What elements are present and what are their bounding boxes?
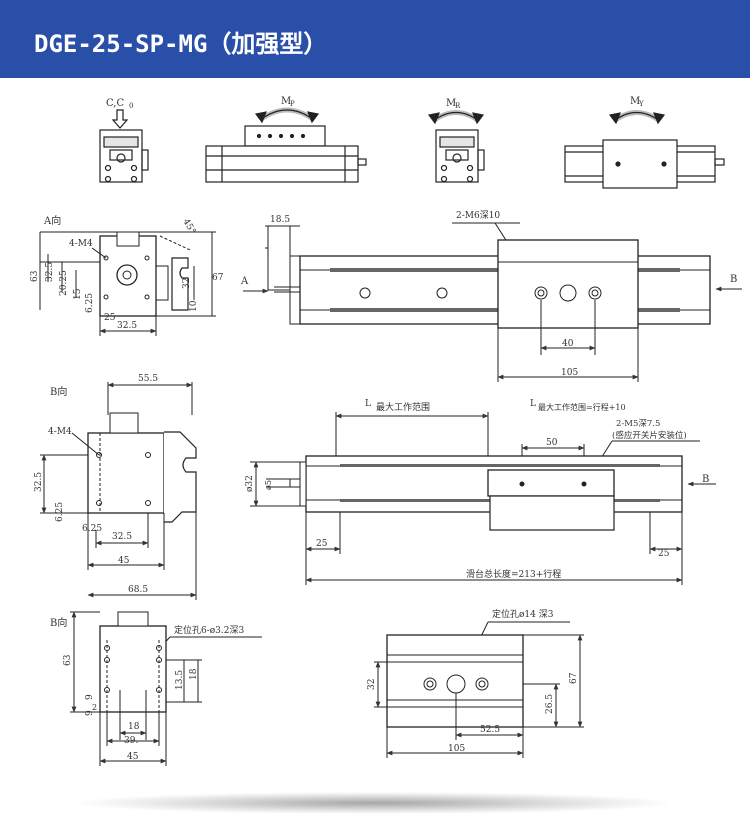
view-b2-dim-45: 45 xyxy=(127,752,139,762)
side-formula-l: L xyxy=(530,399,536,409)
arrow-b-label-side: B xyxy=(702,474,709,485)
side-total-length: 滑台总长度=213+行程 xyxy=(466,568,561,580)
bottom-dim-26-5: 26.5 xyxy=(545,694,555,714)
end-view-b2: B向 定位孔6-ø3.2深3 63 9 2 9 13.5 18 18 39. 4… xyxy=(50,611,262,766)
view-b2-dim-2: 2 xyxy=(92,703,97,712)
view-b1-dim-55-5: 55.5 xyxy=(138,374,158,384)
load-c-label: C,C xyxy=(106,98,124,109)
side-dim-phi32: ø32 xyxy=(245,475,255,492)
view-a-dim-67: 67 xyxy=(212,273,224,283)
view-b2-dim-18: 18 xyxy=(128,722,140,732)
load-icon-vertical: C,C 0 xyxy=(99,98,149,183)
view-a-label: A向 xyxy=(43,214,61,227)
view-b1-dim-6-25-h: 6.25 xyxy=(55,502,65,522)
view-a-dim-63: 63 xyxy=(30,270,40,282)
view-b1-dim-45: 45 xyxy=(118,556,130,566)
shadow-floor xyxy=(80,792,670,814)
bottom-note: 定位孔ø14 深3 xyxy=(492,608,554,620)
side-note-m5: 2-M5深7.5 xyxy=(616,419,660,429)
load-my-label: M xyxy=(630,96,640,107)
view-a-dim-15: 15 xyxy=(73,288,83,300)
side-label-l: L xyxy=(365,399,371,409)
bottom-dim-52-5: 52.5 xyxy=(480,725,500,735)
title-banner: DGE-25-SP-MG（加强型） xyxy=(0,0,750,78)
view-a-dim-32: 32 xyxy=(182,278,192,289)
side-dim-25-right: 25 xyxy=(658,549,670,559)
side-dim-25-left: 25 xyxy=(316,539,328,549)
end-view-b1: B向 4-M4 55.5 32.5 6.25 6.25 32.5 45 68.5 xyxy=(34,374,197,600)
bottom-view: 定位孔ø14 深3 32 67 26.5 52.5 105 xyxy=(367,608,584,758)
end-view-a: A向 4-M4 45° 63 32.5 20.25 15 6.25 25 32.… xyxy=(30,214,224,336)
view-b2-dim-9-w: 9 xyxy=(85,710,95,716)
side-label-l-text: 最大工作范围 xyxy=(376,401,430,413)
view-b2-dim-9: 9 xyxy=(85,694,95,700)
side-formula-text: 最大工作范围=行程+10 xyxy=(538,402,626,412)
arrow-a-label: A xyxy=(240,276,249,287)
side-view: L 最大工作范围 L 最大工作范围=行程+10 2-M5深7.5 (感应开关片安… xyxy=(245,399,716,585)
load-mp-sub: P xyxy=(290,100,295,108)
arrow-b-label-top: B xyxy=(730,274,737,285)
load-mr-label: M xyxy=(446,98,456,109)
top-dim-18-5: 18.5 xyxy=(270,215,290,225)
top-view: 18.5 11 2-M6深10 40 105 A B xyxy=(240,210,742,382)
load-icon-mp: M P xyxy=(205,96,367,183)
view-b1-dim-68-5: 68.5 xyxy=(128,585,148,595)
load-c-sub: 0 xyxy=(129,102,133,110)
top-dim-40: 40 xyxy=(562,339,574,349)
page-title: DGE-25-SP-MG（加强型） xyxy=(34,30,328,58)
view-b2-dim-39: 39. xyxy=(124,736,138,746)
view-a-dim-10: 10 xyxy=(189,300,199,312)
side-dim-50: 50 xyxy=(546,438,558,448)
view-b1-label: B向 xyxy=(50,385,67,398)
view-b1-hole-note: 4-M4 xyxy=(48,427,72,437)
view-a-dim-6-25: 6.25 xyxy=(85,293,95,313)
bottom-dim-67: 67 xyxy=(569,672,579,684)
top-dim-105: 105 xyxy=(561,368,578,378)
view-b2-dim-18-h: 18 xyxy=(189,668,199,680)
bottom-dim-105: 105 xyxy=(448,744,465,754)
view-b2-dim-63: 63 xyxy=(63,654,73,666)
view-b2-hole-note: 定位孔6-ø3.2深3 xyxy=(174,624,244,636)
view-a-dim-25: 25 xyxy=(104,313,116,323)
view-a-angle: 45° xyxy=(180,217,197,236)
side-dim-phi5: ø5 xyxy=(264,480,273,490)
view-a-dim-20-25: 20.25 xyxy=(59,270,69,296)
side-note-m5-sub: (感应开关片安装位) xyxy=(612,430,687,441)
load-mr-sub: R xyxy=(455,102,461,110)
view-a-dim-32-5-w: 32.5 xyxy=(117,321,137,331)
load-icon-my: M Y xyxy=(564,96,725,189)
load-my-sub: Y xyxy=(638,100,644,108)
view-b2-label: B向 xyxy=(50,616,67,629)
view-b1-dim-32-5-w: 32.5 xyxy=(112,532,132,542)
view-a-dim-32-5: 32.5 xyxy=(45,262,55,282)
view-b1-dim-6-25-w: 6.25 xyxy=(82,524,102,534)
bottom-dim-32: 32 xyxy=(367,679,377,690)
top-hole-note: 2-M6深10 xyxy=(456,210,500,221)
view-b2-dim-13-5: 13.5 xyxy=(175,670,185,690)
view-b1-dim-32-5: 32.5 xyxy=(34,472,44,492)
load-mp-label: M xyxy=(281,96,291,107)
view-a-hole-note: 4-M4 xyxy=(69,239,93,249)
load-icon-mr: M R xyxy=(427,98,485,183)
